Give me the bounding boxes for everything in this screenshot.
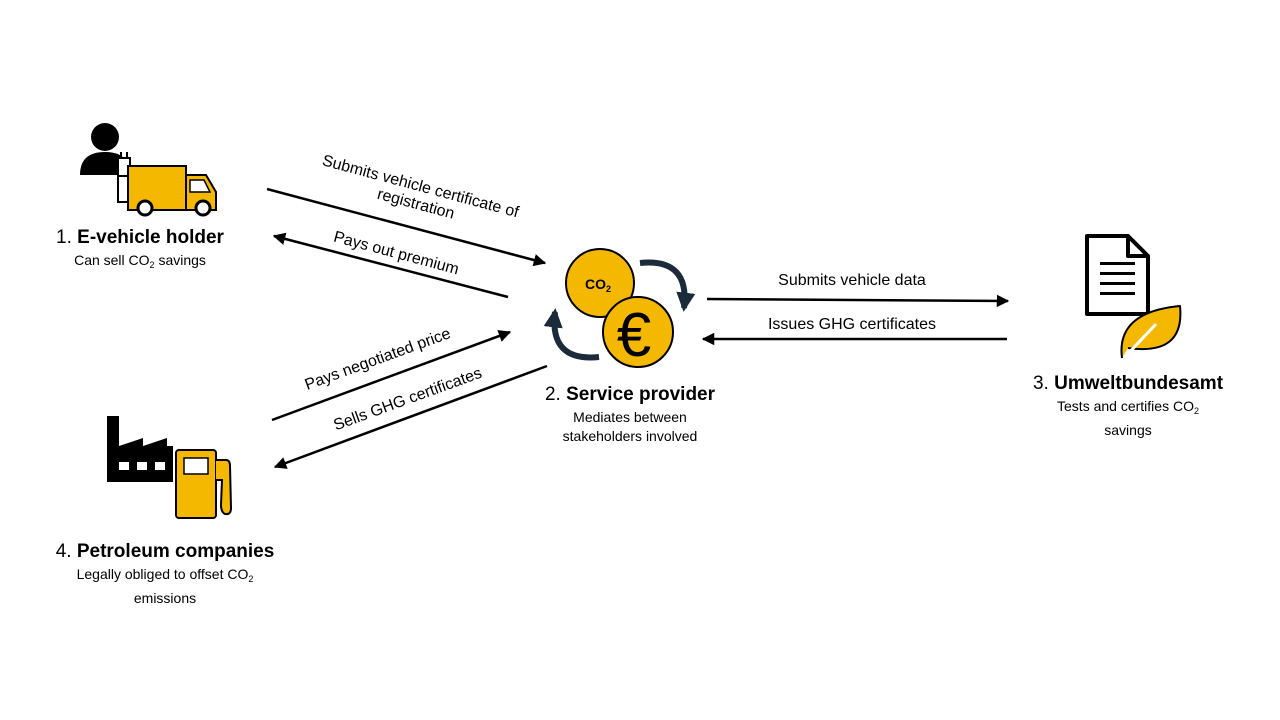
node-title: 1. E-vehicle holder [56,227,224,248]
node-umweltbundesamt: 3. Umweltbundesamt Tests and certifies C… [1008,373,1248,440]
node-title: 2. Service provider [544,384,716,405]
arrow-pays-price [271,330,512,422]
arrow-sells-certificates [273,364,548,469]
node-description: Tests and certifies CO2 savings [1057,398,1199,438]
node-description: Can sell CO2 savings [74,252,206,270]
arrow-pays-premium [272,232,509,299]
euro-symbol: € [617,301,651,370]
leaf-icon [1120,305,1182,360]
electric-truck-icon [117,152,217,217]
node-title: 3. Umweltbundesamt [1032,373,1224,394]
node-description: Mediates between stakeholders involved [562,409,698,444]
edge-label-issues-certificates: Issues GHG certificates [767,316,937,333]
edge-label-submits-data: Submits vehicle data [778,272,926,289]
node-ev-holder: 1. E-vehicle holder Can sell CO2 savings [30,227,250,275]
node-service-provider: 2. Service provider Mediates between sta… [510,384,750,446]
cycle-arrows-icon [543,259,696,361]
node-petroleum-companies: 4. Petroleum companies Legally obliged t… [20,541,310,608]
node-description: Legally obliged to offset CO2 emissions [76,566,254,606]
euro-coin-icon: € [602,296,674,370]
node-title: 4. Petroleum companies [55,541,275,562]
arrow-submits-certificate [266,187,547,267]
document-icon [1085,234,1150,316]
coin-co2-label: CO2 [585,276,611,294]
co2-coin-icon: CO2 [565,248,635,318]
fuel-pump-icon [175,449,233,519]
factory-icon [107,416,173,482]
arrow-submits-data [706,294,1010,308]
